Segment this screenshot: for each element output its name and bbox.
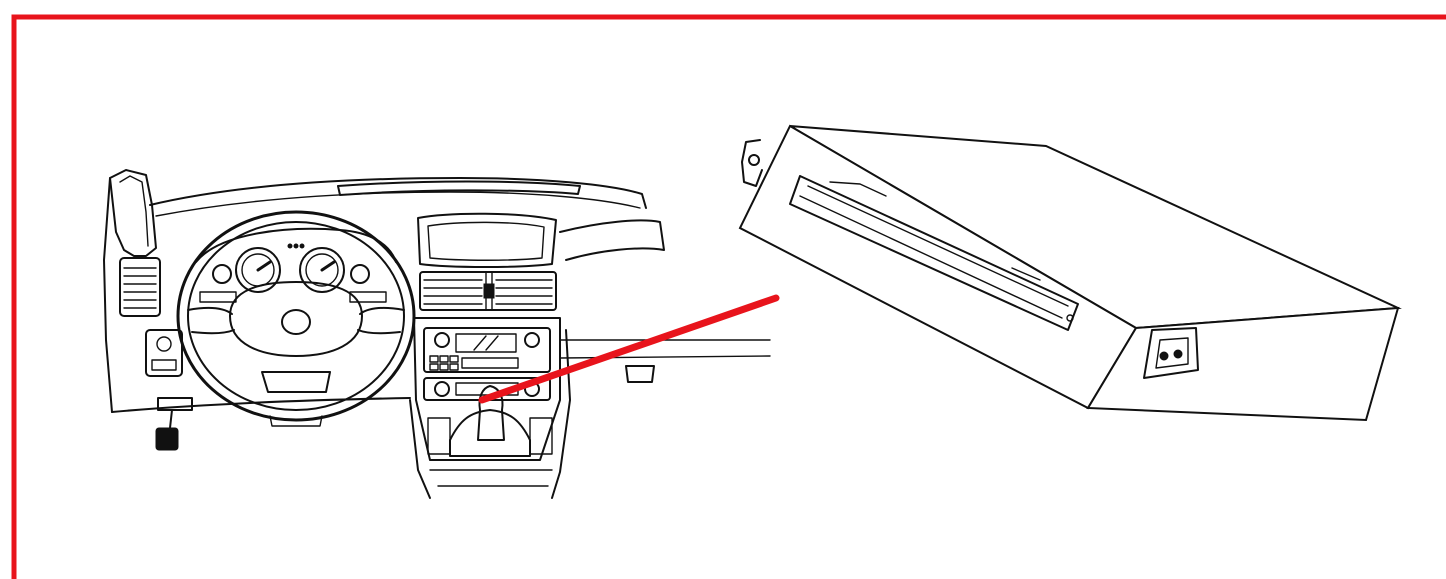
shifter-boot bbox=[449, 409, 531, 457]
dash-right-contour bbox=[559, 219, 665, 261]
center-stack-outline bbox=[413, 317, 561, 461]
a-pillar bbox=[109, 169, 157, 257]
glovebox-handle bbox=[625, 365, 655, 383]
dash-top-outline bbox=[149, 177, 647, 209]
steering-hub bbox=[229, 281, 363, 357]
steering-column bbox=[269, 415, 323, 427]
cd-changer-unit bbox=[738, 124, 1402, 422]
console-side-left bbox=[409, 399, 431, 499]
left-vent-slats bbox=[123, 267, 157, 309]
cluster-switch-left bbox=[199, 291, 237, 303]
left-switch-panel bbox=[145, 329, 183, 377]
steering-wheel-rim-inner bbox=[187, 221, 405, 411]
dashboard-illustration bbox=[103, 169, 771, 499]
console-base bbox=[429, 469, 553, 487]
fuel-gauge bbox=[212, 264, 232, 284]
red-border-frame bbox=[11, 14, 1446, 579]
console-side-right bbox=[551, 329, 571, 499]
pedal-arm bbox=[169, 409, 173, 429]
defroster-vent bbox=[337, 180, 581, 196]
nav-screen-housing bbox=[417, 212, 557, 268]
left-switch bbox=[151, 359, 177, 371]
left-knob bbox=[156, 336, 172, 352]
bracket-hole-right-1 bbox=[1159, 351, 1169, 361]
center-vent-slats bbox=[423, 279, 553, 305]
nav-screen bbox=[427, 221, 545, 261]
cluster-switch-right bbox=[349, 291, 387, 303]
leader-line bbox=[478, 294, 780, 404]
steering-emblem bbox=[281, 309, 311, 335]
tachometer-gauge bbox=[299, 247, 345, 293]
pedal-bracket bbox=[157, 397, 193, 411]
bracket-hole-right-2 bbox=[1173, 349, 1183, 359]
disc-slot-bezel bbox=[789, 175, 1079, 331]
bracket-hole-left bbox=[748, 154, 760, 166]
dash-right-lower bbox=[559, 339, 771, 359]
hazard-button bbox=[483, 283, 495, 299]
console-tray-right bbox=[529, 417, 553, 455]
steering-spoke-bottom bbox=[261, 371, 331, 393]
speedometer-needle bbox=[256, 260, 272, 272]
audio-unit bbox=[423, 327, 551, 373]
temp-gauge bbox=[350, 264, 370, 284]
audio-knob-left bbox=[434, 332, 450, 348]
left-air-vent bbox=[119, 257, 161, 317]
steering-spoke-left bbox=[187, 306, 235, 335]
dash-top-inner bbox=[155, 191, 641, 217]
disc-slot-trim bbox=[829, 181, 1041, 281]
audio-keypad bbox=[429, 355, 519, 371]
climate-knob-left bbox=[434, 381, 450, 397]
disc-slot-opening bbox=[799, 185, 1069, 319]
center-air-vents bbox=[419, 271, 557, 311]
a-pillar-inner bbox=[119, 175, 149, 247]
steering-wheel-rim bbox=[176, 210, 416, 422]
audio-knob-right bbox=[524, 332, 540, 348]
mounting-bracket-left bbox=[741, 139, 763, 187]
speedometer-gauge bbox=[235, 247, 281, 293]
steering-spoke-right bbox=[357, 306, 405, 335]
unit-side-face bbox=[1086, 306, 1400, 422]
tachometer-needle bbox=[320, 260, 336, 272]
pedal-pad bbox=[155, 427, 179, 451]
audio-display bbox=[455, 333, 517, 353]
console-tray-left bbox=[427, 417, 451, 455]
door-edge bbox=[103, 177, 113, 413]
mounting-bracket-right bbox=[1143, 327, 1199, 379]
